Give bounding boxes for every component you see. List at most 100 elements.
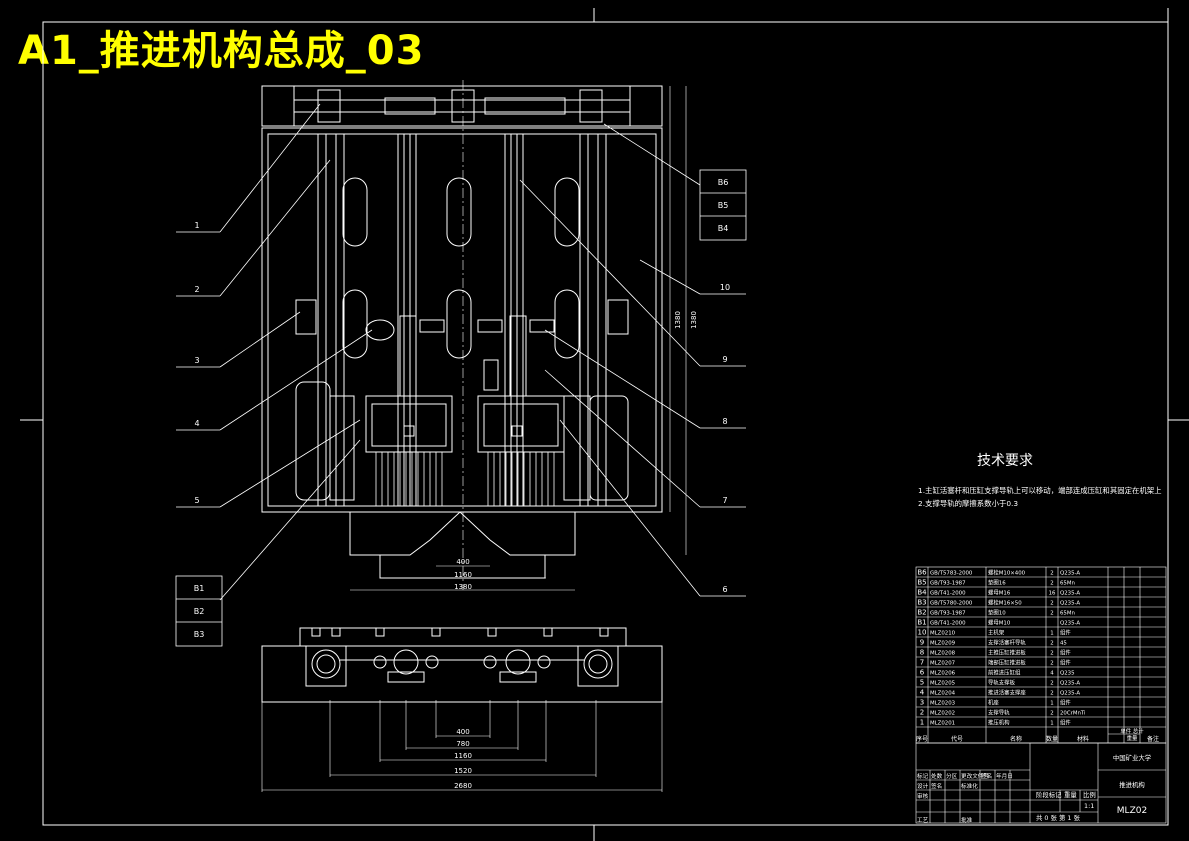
bom-cell-name: 推压机构 (988, 719, 1010, 727)
leader-label-4: 4 (194, 419, 199, 428)
bom-cell-qty: 2 (1050, 681, 1053, 687)
dim-bottom-1520: 1520 (454, 767, 472, 775)
bom-header-weight_sub: 重量 (1127, 734, 1138, 742)
bom-cell-mat: 组件 (1060, 649, 1071, 657)
bottom-view (261, 627, 663, 703)
bom-cell-no: B3 (917, 599, 926, 607)
bom-header-code: 代号 (951, 735, 963, 743)
bom-cell-no: 1 (920, 719, 924, 727)
ref-b4: B4 (718, 224, 729, 233)
bottom-dims (261, 700, 663, 792)
bom-cell-no: B1 (917, 619, 926, 627)
bom-cell-code: MLZ0205 (930, 681, 955, 687)
stage-mark-label: 阶段标记 (1036, 790, 1062, 799)
bom-cell-qty: 2 (1050, 651, 1053, 657)
ref-b2: B2 (194, 607, 205, 616)
bom-cell-no: 9 (920, 639, 924, 647)
bom-cell-name: 支撑导轨 (988, 709, 1010, 717)
bom-cell-name: 主机架 (988, 629, 1005, 637)
bom-cell-name: 主推压缸推进板 (988, 649, 1026, 657)
bom-cell-qty: 2 (1050, 611, 1053, 617)
drawing-number: MLZ02 (1117, 806, 1147, 816)
bom-cell-mat: Q235 (1060, 671, 1075, 677)
leader-label-6: 6 (722, 585, 727, 594)
bom-cell-qty: 2 (1050, 661, 1053, 667)
title-block-cell: 审核 (917, 792, 929, 800)
bom-cell-no: B6 (917, 569, 927, 577)
bom-cell-qty: 4 (1050, 671, 1054, 677)
bom-cell-qty: 2 (1050, 581, 1053, 587)
bom-cell-no: B4 (917, 589, 927, 597)
bom-cell-mat: Q235-A (1060, 601, 1080, 607)
dim-bottom-2680: 2680 (454, 782, 472, 790)
bom-cell-mat: 65Mn (1060, 611, 1075, 617)
bom-cell-name: 前推进压缸组 (988, 669, 1021, 677)
bom-cell-no: 6 (920, 669, 925, 677)
bom-cell-no: 10 (918, 629, 927, 637)
bom-cell-name: 端部压缸推进板 (988, 659, 1026, 667)
title-block-cell: 签名 (931, 782, 942, 790)
dim-front-400: 400 (456, 558, 469, 566)
tech-req-heading: 技术要求 (977, 453, 1033, 469)
bom-cell-no: 4 (920, 689, 925, 697)
bom-cell-no: B5 (917, 579, 926, 587)
front-view (261, 80, 663, 590)
bom-cell-code: MLZ0201 (930, 721, 955, 727)
scale-value: 1:1 (1084, 802, 1094, 810)
title-block-cell: 批准 (961, 816, 973, 824)
ref-b3: B3 (194, 630, 205, 639)
title-block-cell: 更改文件号 (961, 772, 989, 780)
bom-cell-code: MLZ0208 (930, 651, 956, 657)
bom-cell-qty: 2 (1050, 641, 1053, 647)
dim-bottom-400: 400 (456, 728, 469, 736)
bom-cell-name: 垫圈16 (988, 579, 1006, 587)
bom-cell-code: GB/T41-2000 (930, 591, 966, 597)
dim-bottom-780: 780 (456, 740, 469, 748)
bom-cell-mat: Q235-A (1060, 691, 1080, 697)
bom-cell-name: 支撑活塞杆导轨 (988, 639, 1026, 647)
bom-cell-name: 机座 (988, 699, 999, 707)
bom-cell-no: 8 (920, 649, 924, 657)
title-block-cell: 年月日 (996, 772, 1013, 780)
bom-cell-qty: 2 (1050, 711, 1053, 717)
bom-cell-name: 螺母M10 (988, 619, 1011, 627)
bom-cell-name: 螺栓M10×400 (988, 569, 1026, 577)
leader-label-3: 3 (194, 356, 199, 365)
sheet-frame (20, 8, 1189, 841)
ref-b6: B6 (718, 178, 729, 187)
tech-req-line-2: 2.支撑导轨的摩擦系数小于0.3 (918, 499, 1018, 508)
bom-cell-code: GB/T5780-2000 (930, 601, 973, 607)
title-block-rows: 标记处数分区更改文件号签名年月日设计签名标准化审核工艺批准 (917, 772, 1013, 824)
bom-cell-name: 螺栓M16×50 (988, 599, 1022, 607)
bom-cell-mat: Q235-A (1060, 621, 1080, 627)
leader-label-5: 5 (194, 496, 199, 505)
bom-cell-mat: 组件 (1060, 699, 1071, 707)
school-name: 中国矿业大学 (1113, 753, 1152, 762)
bom-cell-code: MLZ0209 (930, 641, 956, 647)
title-block-cell: 工艺 (917, 817, 929, 824)
bom-cell-qty: 2 (1050, 571, 1053, 577)
leader-label-2: 2 (194, 285, 199, 294)
ref-boxes-left (175, 575, 223, 647)
tech-req-line-1: 1.主缸活塞杆和压缸支撑导轨上可以移动，端部连成压缸和其固定在机架上 (918, 486, 1162, 495)
dim-vertical-2: 1380 (690, 311, 698, 329)
title-block-cell: 分区 (946, 772, 958, 780)
leader-label-9: 9 (722, 355, 727, 364)
dim-vertical-1: 1380 (674, 311, 682, 329)
bom-cell-qty: 1 (1050, 701, 1053, 707)
bom-cell-no: 3 (920, 699, 924, 707)
bom-cell-mat: 20CrMnTi (1060, 711, 1086, 717)
bom-cell-name: 导轨支撑板 (988, 679, 1016, 687)
title-block-cell: 签名 (981, 772, 992, 780)
bom-cell-name: 推进活塞支撑座 (988, 689, 1026, 697)
bom-cell-no: 7 (920, 659, 924, 667)
bom-cell-mat: 组件 (1060, 659, 1071, 667)
weight-label: 重量 (1064, 791, 1077, 799)
title-block-cell: 处数 (931, 772, 943, 780)
bom-cell-qty: 2 (1050, 601, 1053, 607)
bom-cell-code: MLZ0202 (930, 711, 955, 717)
title-block-grid (915, 742, 1167, 824)
bom-cell-code: MLZ0210 (930, 631, 956, 637)
bom-cell-code: MLZ0206 (930, 671, 956, 677)
